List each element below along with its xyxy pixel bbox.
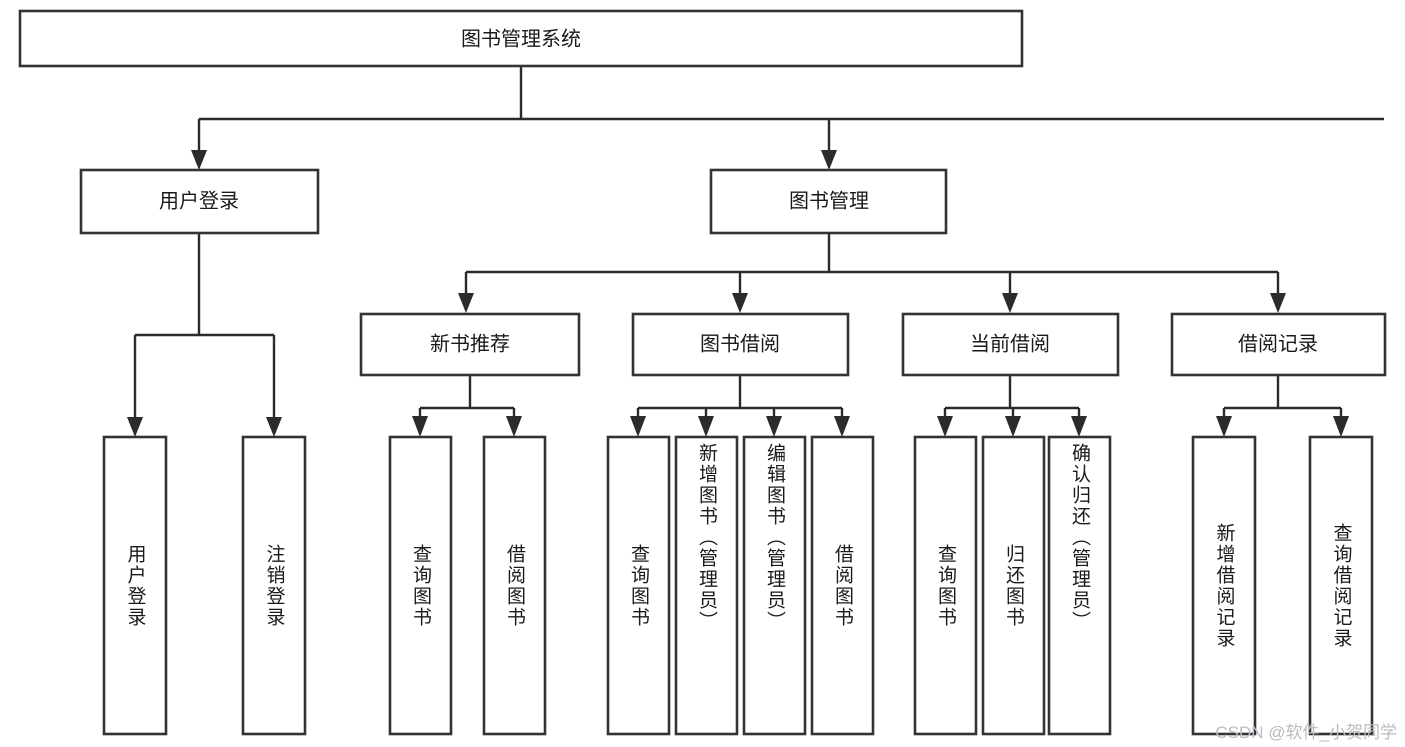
watermark: CSDN @软件_小贺同学: [1215, 723, 1397, 742]
node-current-borrow[interactable]: 当前借阅: [901, 312, 1120, 377]
leaf-box-query-book-2[interactable]: [606, 435, 671, 736]
node-new-book-rec[interactable]: 新书推荐: [359, 312, 581, 377]
connector-bookmanage-to-level3: [458, 233, 1286, 313]
leaf-box-add-book[interactable]: [674, 435, 739, 736]
leaf-box-edit-book[interactable]: [742, 435, 807, 736]
node-borrow-record-label: 借阅记录: [1238, 332, 1318, 355]
node-book-borrow[interactable]: 图书借阅: [631, 312, 850, 377]
connector-root-to-level2: [191, 66, 1384, 170]
leaf-box-logout[interactable]: [241, 435, 307, 736]
node-root-label: 图书管理系统: [461, 27, 581, 50]
node-current-borrow-label: 当前借阅: [970, 332, 1050, 355]
leaf-box-add-record[interactable]: [1191, 435, 1257, 736]
node-user-login-label: 用户登录: [159, 189, 239, 212]
node-user-login[interactable]: 用户登录: [79, 168, 320, 235]
leaf-box-query-book-1[interactable]: [388, 435, 453, 736]
node-new-book-rec-label: 新书推荐: [430, 332, 510, 355]
node-borrow-record[interactable]: 借阅记录: [1170, 312, 1387, 377]
node-book-borrow-label: 图书借阅: [700, 332, 780, 355]
node-book-manage-label: 图书管理: [789, 189, 869, 212]
connector-borrowrecord-to-leaves: [1216, 375, 1349, 437]
connector-newbookrec-to-leaves: [412, 375, 522, 437]
node-book-manage[interactable]: 图书管理: [709, 168, 948, 235]
leaf-box-confirm-return[interactable]: [1047, 435, 1112, 736]
connector-userlogin-to-leaves: [127, 233, 282, 437]
leaf-box-query-record[interactable]: [1308, 435, 1374, 736]
leaf-box-user-login[interactable]: [102, 435, 168, 736]
leaf-box-return-book[interactable]: [981, 435, 1046, 736]
connector-bookborrow-to-leaves: [630, 375, 850, 437]
leaf-box-query-book-3[interactable]: [913, 435, 978, 736]
node-root[interactable]: 图书管理系统: [18, 9, 1024, 68]
leaf-box-borrow-book-2[interactable]: [810, 435, 875, 736]
leaf-boxes: [102, 435, 1374, 736]
connector-currentborrow-to-leaves: [937, 375, 1087, 437]
leaf-box-borrow-book-1[interactable]: [482, 435, 547, 736]
